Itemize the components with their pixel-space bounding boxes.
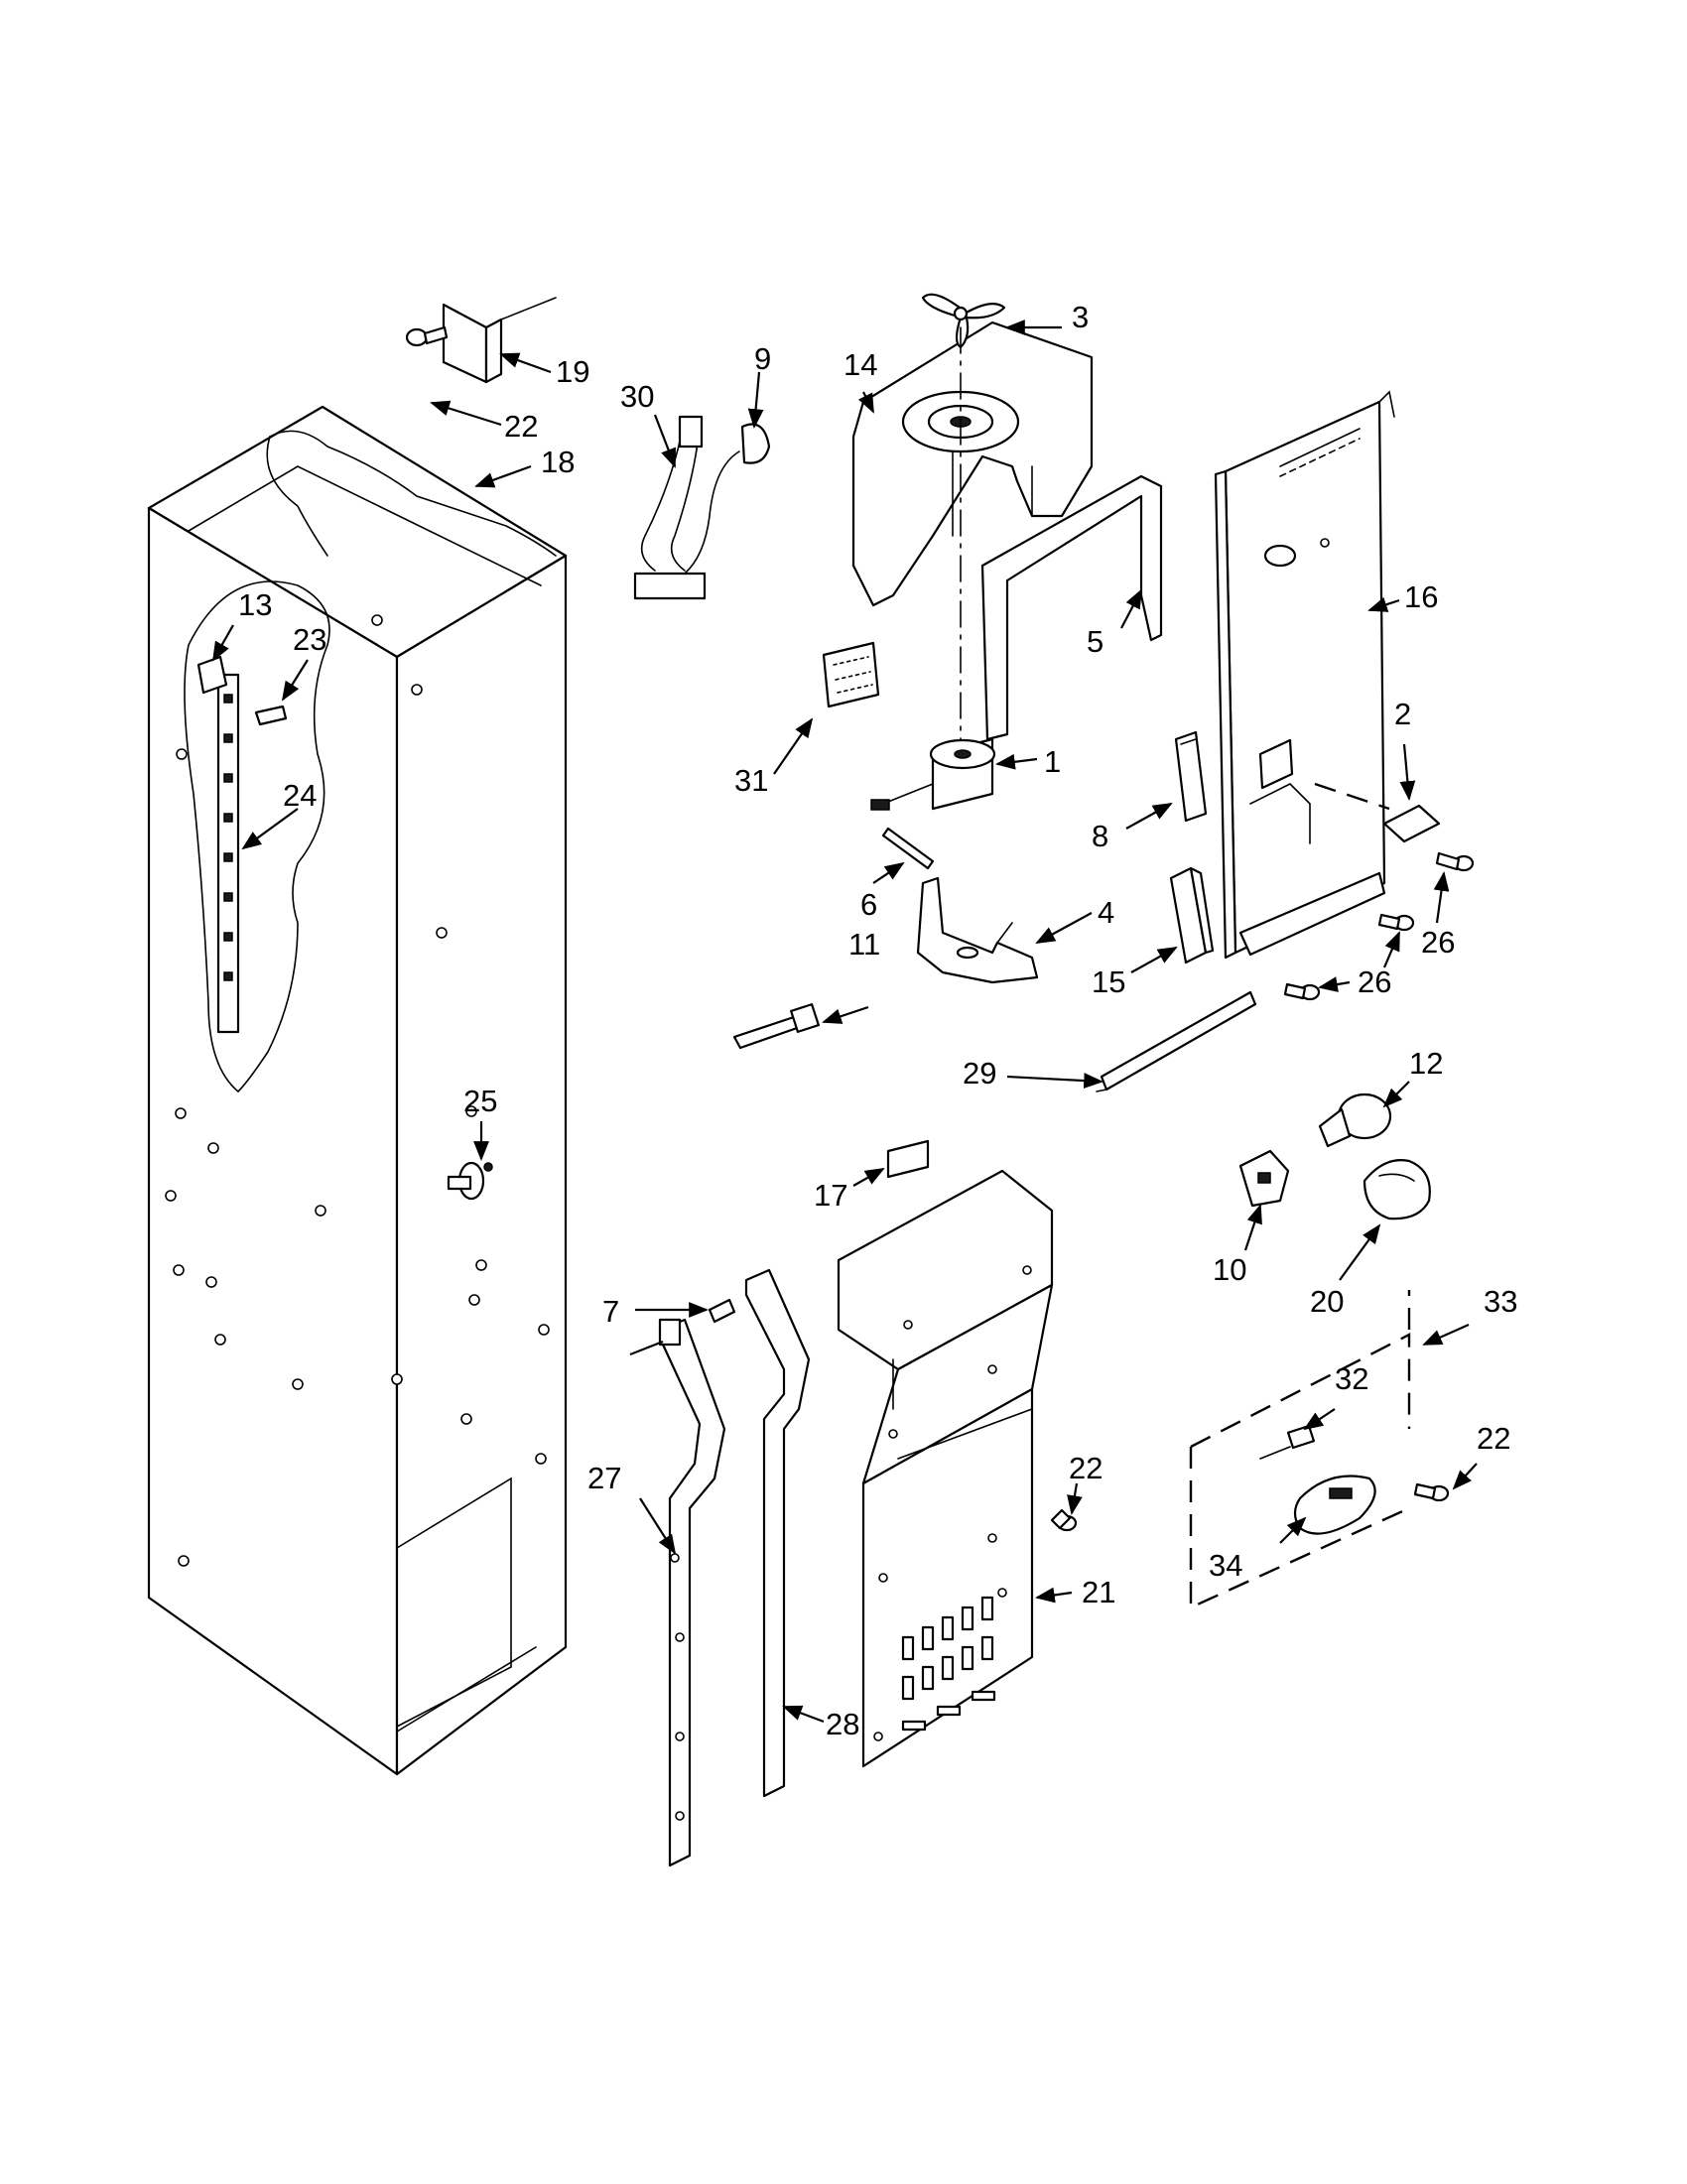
screw-26-a <box>1435 851 1475 872</box>
callout-3: 3 <box>1072 300 1089 334</box>
fan-shroud-14 <box>851 321 1094 607</box>
light-socket-10 <box>1238 1149 1290 1208</box>
wire-harness-30 <box>633 415 771 600</box>
callout-16: 16 <box>1404 579 1438 614</box>
callout-26-mid: 26 <box>1358 964 1391 999</box>
strap-27 <box>658 1318 726 1867</box>
callout-22-mid: 22 <box>1069 1451 1103 1485</box>
callout-4: 4 <box>1098 895 1114 930</box>
callout-8: 8 <box>1092 819 1108 853</box>
callout-17: 17 <box>814 1178 847 1213</box>
bracket-19 <box>442 297 557 384</box>
callout-12: 12 <box>1409 1046 1443 1081</box>
callout-2: 2 <box>1394 697 1411 731</box>
motor-1 <box>870 737 996 811</box>
shelf-support-25 <box>447 1161 493 1201</box>
angle-strip-29 <box>1096 990 1257 1092</box>
callout-14: 14 <box>844 347 877 382</box>
callout-26-right: 26 <box>1421 925 1455 960</box>
clip-2 <box>1382 804 1441 843</box>
callout-6: 6 <box>860 887 877 922</box>
screw-22-mid <box>1050 1508 1078 1532</box>
vent-slots <box>901 1596 996 1732</box>
screw-26-c <box>1283 982 1321 1001</box>
callout-27: 27 <box>587 1461 621 1495</box>
rear-panel-16 <box>1214 390 1395 960</box>
light-shield-20 <box>1363 1159 1431 1220</box>
gasket-28 <box>744 1268 811 1798</box>
bracket-15 <box>1169 866 1215 964</box>
cable-tie-11 <box>732 1003 820 1050</box>
callout-10: 10 <box>1213 1252 1246 1287</box>
callout-13: 13 <box>238 587 272 622</box>
callout-5: 5 <box>1087 624 1103 659</box>
callout-7: 7 <box>602 1294 619 1329</box>
strap-holes <box>223 694 233 981</box>
callout-34: 34 <box>1209 1548 1242 1583</box>
leader-lines <box>212 320 1478 1724</box>
callout-29: 29 <box>963 1056 996 1091</box>
gasket-5 <box>980 474 1163 741</box>
callout-21: 21 <box>1082 1575 1115 1609</box>
screw-7 <box>708 1298 736 1324</box>
callout-22-right: 22 <box>1477 1421 1510 1456</box>
cabinet-holes <box>165 614 550 1567</box>
callout-24: 24 <box>283 778 317 813</box>
callout-9: 9 <box>754 341 771 376</box>
callout-19: 19 <box>556 354 589 389</box>
screw-26-b <box>1377 913 1415 932</box>
callout-25: 25 <box>463 1084 497 1118</box>
callout-11: 11 <box>848 927 880 962</box>
light-bulb-12 <box>1318 1092 1392 1148</box>
strap-6 <box>881 827 935 870</box>
motor-bracket-4 <box>916 876 1039 984</box>
filter-pad-31 <box>822 641 880 708</box>
callout-1: 1 <box>1044 744 1061 779</box>
label-17 <box>886 1139 930 1179</box>
callout-33: 33 <box>1484 1284 1517 1319</box>
callout-20: 20 <box>1310 1284 1344 1319</box>
callout-15: 15 <box>1092 964 1125 999</box>
bracket-8 <box>1174 730 1208 823</box>
callout-23: 23 <box>293 622 326 657</box>
group-33 <box>1189 1290 1450 1609</box>
callout-18: 18 <box>541 445 575 479</box>
callout-30: 30 <box>620 379 654 414</box>
callout-22-top: 22 <box>504 409 538 444</box>
cabinet-liner <box>147 405 568 1776</box>
cover-panel-21 <box>837 1169 1054 1768</box>
callout-labels: 3 14 9 30 19 22 18 16 5 13 23 2 1 31 24 … <box>238 300 1517 1741</box>
screw-22-top <box>405 325 449 347</box>
callout-28: 28 <box>826 1707 859 1741</box>
callout-31: 31 <box>734 763 768 798</box>
callout-32: 32 <box>1335 1361 1368 1396</box>
